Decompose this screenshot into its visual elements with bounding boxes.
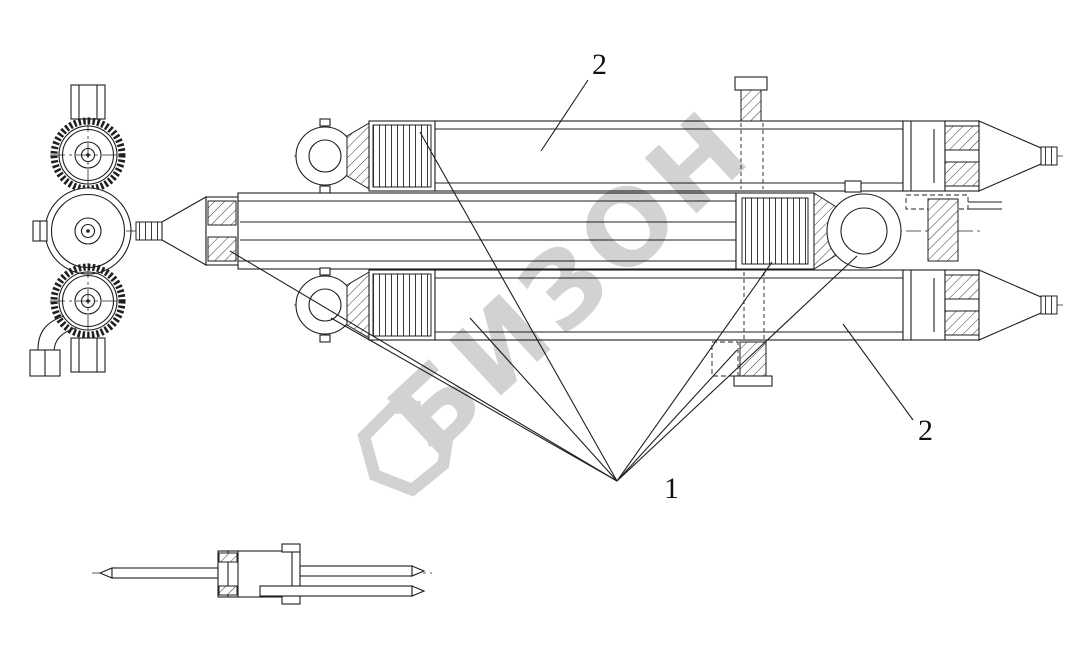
top-cylinder [294, 76, 1064, 194]
port-outline [711, 341, 739, 377]
seal-stack [372, 124, 432, 188]
leader-2-top [540, 79, 589, 152]
threaded-tip [1040, 146, 1058, 166]
grease-nipple [319, 334, 331, 343]
threaded-tip [135, 221, 163, 241]
grease-nipple [319, 185, 331, 194]
barrel [434, 120, 904, 192]
barrel [434, 269, 904, 341]
cone-end [161, 196, 207, 266]
cone-end [978, 269, 1042, 341]
grease-nipple [844, 180, 862, 193]
rod-eye [295, 275, 355, 335]
middle-cylinder [126, 180, 1002, 270]
callout-2-top-label: 2 [592, 48, 607, 81]
piston-section [902, 120, 946, 192]
bottom-tab [281, 595, 301, 605]
barrel [237, 192, 737, 270]
leader-2-right [842, 323, 914, 421]
upper-rod [299, 565, 413, 577]
lower-rod [259, 585, 413, 597]
lower-tube [70, 337, 106, 373]
rod-eye [826, 193, 902, 269]
cone-end [978, 120, 1042, 192]
mount-bracket [927, 198, 959, 262]
clevis-section [346, 121, 372, 191]
knurled-eye-ring-top [50, 117, 126, 193]
grease-nipple [319, 267, 331, 276]
port-cap [734, 76, 768, 91]
watermark-logo-icon [357, 400, 455, 497]
callout-2-right-label: 2 [918, 414, 933, 447]
left-rod [111, 567, 219, 579]
seal-stack [372, 273, 432, 337]
rod-eye [295, 126, 355, 186]
upper-rod-tip [411, 565, 426, 577]
upper-tube [70, 84, 106, 120]
port-fitting [739, 341, 767, 377]
leader-lines [229, 79, 914, 482]
lower-rod-tip [411, 585, 426, 597]
port-cap [733, 375, 773, 387]
seal-stack [741, 197, 809, 265]
elbow-pipe [29, 315, 77, 377]
grease-nipple [319, 118, 331, 127]
bottom-cylinder [294, 267, 1064, 387]
piston-section [902, 269, 946, 341]
bottom-side-view [92, 543, 432, 605]
left-end-view [29, 84, 136, 377]
port-fitting [740, 89, 762, 122]
knurled-eye-ring-bottom [50, 263, 126, 339]
left-rod-tip [98, 567, 113, 579]
callout-1-label: 1 [664, 472, 679, 505]
top-tab [281, 543, 301, 553]
threaded-tip [1040, 295, 1058, 315]
